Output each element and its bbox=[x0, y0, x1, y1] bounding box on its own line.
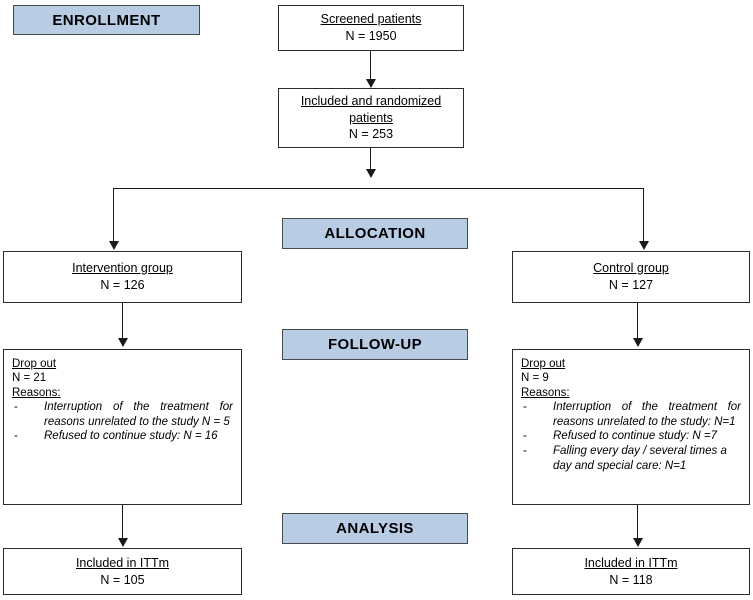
screened-patients-count: N = 1950 bbox=[345, 29, 397, 43]
intervention-ittm-title: Included in ITTm bbox=[75, 555, 170, 570]
connector-bus-left-drop bbox=[113, 188, 114, 242]
included-randomized-title-line2: patients bbox=[349, 110, 393, 125]
control-dropout-reasons-label: Reasons: bbox=[521, 386, 570, 399]
box-intervention-ittm: Included in ITTm N = 105 bbox=[3, 548, 242, 595]
intervention-ittm-count: N = 105 bbox=[100, 572, 145, 587]
connector-bus-right-drop bbox=[643, 188, 644, 242]
bullet-dash: - bbox=[523, 444, 527, 457]
intervention-dropout-reason-list: - Interruption of the treatment for reas… bbox=[12, 400, 233, 444]
connector-screened-to-randomized bbox=[370, 51, 371, 80]
connector-intervention-to-ittm bbox=[122, 505, 123, 539]
connector-allocation-bus bbox=[113, 188, 644, 189]
connector-intervention-to-dropout bbox=[122, 303, 123, 339]
reason-text: Falling every day / several times a day … bbox=[553, 444, 727, 472]
bullet-dash: - bbox=[14, 401, 18, 414]
arrowhead-intervention-to-dropout bbox=[118, 338, 128, 347]
intervention-dropout-reasons-label: Reasons: bbox=[12, 386, 61, 399]
box-included-randomized: Included and randomized patients N = 253 bbox=[278, 88, 464, 148]
list-item: - Interruption of the treatment for reas… bbox=[12, 400, 233, 429]
arrowhead-control-to-dropout bbox=[633, 338, 643, 347]
stage-label-enrollment: ENROLLMENT bbox=[13, 5, 200, 35]
reason-text: Interruption of the treatment for reason… bbox=[44, 401, 233, 428]
arrowhead-screened-to-randomized bbox=[366, 79, 376, 88]
control-group-title: Control group bbox=[593, 261, 669, 276]
connector-randomized-down bbox=[370, 148, 371, 170]
intervention-group-title: Intervention group bbox=[72, 261, 173, 276]
control-dropout-heading: Drop out bbox=[521, 358, 566, 370]
box-control-dropout: Drop out N = 9 Reasons: - Interruption o… bbox=[512, 349, 750, 505]
control-dropout-count: N = 9 bbox=[521, 372, 549, 385]
intervention-group-count: N = 126 bbox=[100, 278, 145, 292]
included-randomized-title-line1: Included and randomized bbox=[300, 93, 442, 108]
box-intervention-dropout: Drop out N = 21 Reasons: - Interruption … bbox=[3, 349, 242, 505]
list-item: - Interruption of the treatment for reas… bbox=[521, 400, 741, 429]
stage-label-analysis: ANALYSIS bbox=[282, 513, 468, 544]
control-group-count: N = 127 bbox=[608, 278, 654, 292]
arrowhead-intervention-to-ittm bbox=[118, 538, 128, 547]
control-dropout-reason-list: - Interruption of the treatment for reas… bbox=[521, 400, 741, 473]
intervention-dropout-heading: Drop out bbox=[12, 358, 57, 370]
list-item: - Refused to continue study: N =7 bbox=[521, 429, 741, 444]
box-screened-patients: Screened patients N = 1950 bbox=[278, 5, 464, 51]
control-ittm-count: N = 118 bbox=[609, 572, 653, 587]
control-ittm-title: Included in ITTm bbox=[584, 555, 678, 570]
connector-control-to-ittm bbox=[637, 505, 638, 539]
bullet-dash: - bbox=[523, 401, 527, 414]
reason-text: Refused to continue study: N =7 bbox=[553, 430, 717, 443]
list-item: - Refused to continue study: N = 16 bbox=[12, 429, 233, 444]
arrowhead-bus-left bbox=[109, 241, 119, 250]
included-randomized-count: N = 253 bbox=[348, 127, 394, 142]
reason-text: Interruption of the treatment for reason… bbox=[553, 401, 741, 428]
connector-control-to-dropout bbox=[637, 303, 638, 339]
screened-patients-title: Screened patients bbox=[320, 12, 422, 27]
reason-text: Refused to continue study: N = 16 bbox=[44, 430, 218, 443]
box-control-group: Control group N = 127 bbox=[512, 251, 750, 303]
stage-label-followup: FOLLOW-UP bbox=[282, 329, 468, 360]
arrowhead-control-to-ittm bbox=[633, 538, 643, 547]
bullet-dash: - bbox=[14, 430, 18, 443]
box-control-ittm: Included in ITTm N = 118 bbox=[512, 548, 750, 595]
intervention-dropout-count: N = 21 bbox=[12, 372, 47, 385]
bullet-dash: - bbox=[523, 430, 527, 443]
box-intervention-group: Intervention group N = 126 bbox=[3, 251, 242, 303]
list-item: - Falling every day / several times a da… bbox=[521, 444, 741, 473]
stage-label-allocation: ALLOCATION bbox=[282, 218, 468, 249]
arrowhead-randomized-down bbox=[366, 169, 376, 178]
arrowhead-bus-right bbox=[639, 241, 649, 250]
